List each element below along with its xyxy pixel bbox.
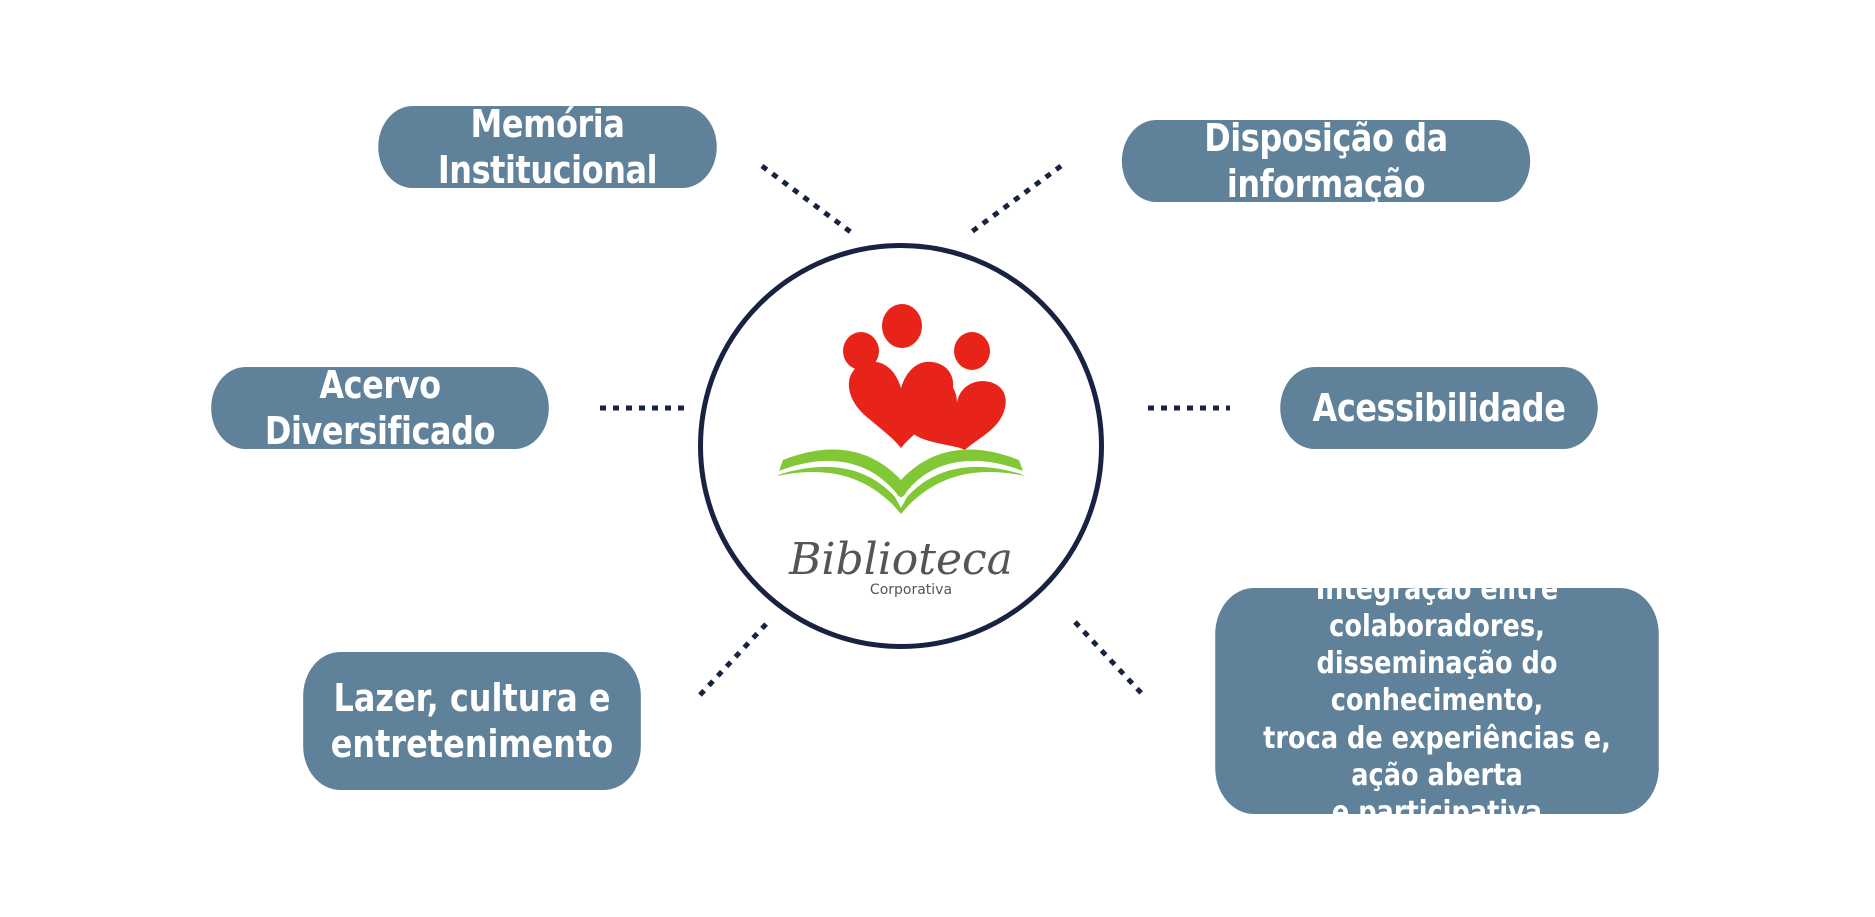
connector-lazer [698, 620, 770, 697]
node-acervo-diversificado: Acervo Diversificado [211, 363, 549, 453]
center-logo-circle: Biblioteca Corporativa [698, 243, 1104, 649]
node-lazer-cultura-entretenimento: Lazer, cultura e entretenimento [303, 652, 641, 790]
node-acessibilidade: Acessibilidade [1280, 367, 1598, 449]
node-label-line-1: Integração entre colaboradores, [1315, 571, 1559, 644]
node-label-line-2: entretenimento [330, 722, 614, 766]
node-label-line-3: troca de experiências e, ação aberta [1263, 720, 1611, 793]
logo-wordmark: Biblioteca [788, 534, 1013, 585]
node-label-line-2: disseminação do conhecimento, [1316, 646, 1558, 719]
connector-memoria [760, 163, 854, 236]
biblioteca-logo: Biblioteca Corporativa [777, 304, 1025, 598]
node-label: Memória Institucional [437, 101, 658, 192]
node-memoria-institucional: Memória Institucional [378, 102, 717, 192]
node-label: Disposição da informação [1204, 115, 1448, 206]
logo-subtitle: Corporativa [870, 582, 952, 598]
node-disposicao-da-informacao: Disposição da informação [1121, 116, 1531, 206]
people-icon [843, 304, 1006, 450]
node-integracao-colaboradores: Integração entre colaboradores, dissemin… [1215, 572, 1659, 830]
node-label-line-4: e participativa [1331, 795, 1543, 831]
open-book-icon [777, 449, 1025, 514]
connector-disposicao [968, 163, 1063, 236]
connector-integracao [1073, 620, 1145, 697]
node-label: Acervo Diversificado [264, 362, 496, 453]
node-label: Acessibilidade [1312, 385, 1566, 430]
node-label-line-1: Lazer, cultura e [333, 675, 611, 720]
